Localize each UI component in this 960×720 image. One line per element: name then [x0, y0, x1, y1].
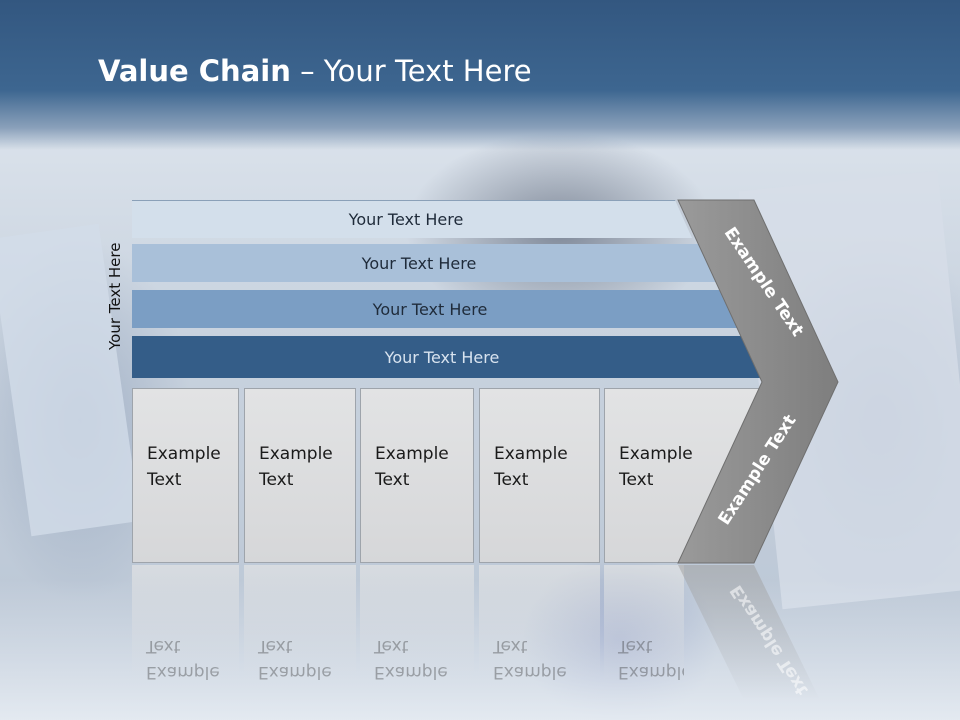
support-row-3-label: Your Text Here	[372, 299, 488, 319]
box-4-reflection-label: Example Text	[493, 636, 567, 682]
title-bold: Value Chain	[98, 54, 291, 88]
primary-activity-box-1[interactable]: Example Text	[132, 388, 239, 563]
support-row-2[interactable]: Your Text Here	[132, 244, 718, 282]
support-row-1-label: Your Text Here	[348, 210, 464, 229]
primary-activity-box-2-label: Example Text	[259, 444, 333, 490]
support-row-4-label: Your Text Here	[384, 347, 500, 367]
primary-activity-box-4-label: Example Text	[494, 444, 568, 490]
box-4-reflection: Example Text	[479, 565, 600, 695]
box-5-reflection-label: Example Text	[618, 636, 684, 682]
side-label-text: Your Text Here	[106, 242, 124, 350]
slide-title: Value Chain – Your Text Here	[98, 54, 532, 88]
box-2-reflection-label: Example Text	[258, 636, 332, 682]
box-1-reflection: Example Text	[132, 565, 239, 695]
support-row-2-label: Your Text Here	[361, 253, 477, 273]
header-band	[0, 0, 960, 150]
title-rest: – Your Text Here	[290, 54, 532, 88]
box-3-reflection: Example Text	[360, 565, 474, 695]
support-row-1[interactable]: Your Text Here	[132, 200, 692, 238]
support-row-4[interactable]: Your Text Here	[132, 336, 764, 378]
box-2-reflection: Example Text	[244, 565, 356, 695]
box-5-reflection: Example Text	[604, 565, 684, 695]
primary-activity-box-3[interactable]: Example Text	[360, 388, 474, 563]
box-1-reflection-label: Example Text	[146, 636, 220, 682]
support-row-3[interactable]: Your Text Here	[132, 290, 740, 328]
box-3-reflection-label: Example Text	[374, 636, 448, 682]
primary-activity-box-2[interactable]: Example Text	[244, 388, 356, 563]
primary-activity-box-1-label: Example Text	[147, 444, 221, 490]
primary-activity-box-4[interactable]: Example Text	[479, 388, 600, 563]
primary-activity-box-5-label: Example Text	[619, 444, 693, 490]
primary-activity-box-3-label: Example Text	[375, 444, 449, 490]
